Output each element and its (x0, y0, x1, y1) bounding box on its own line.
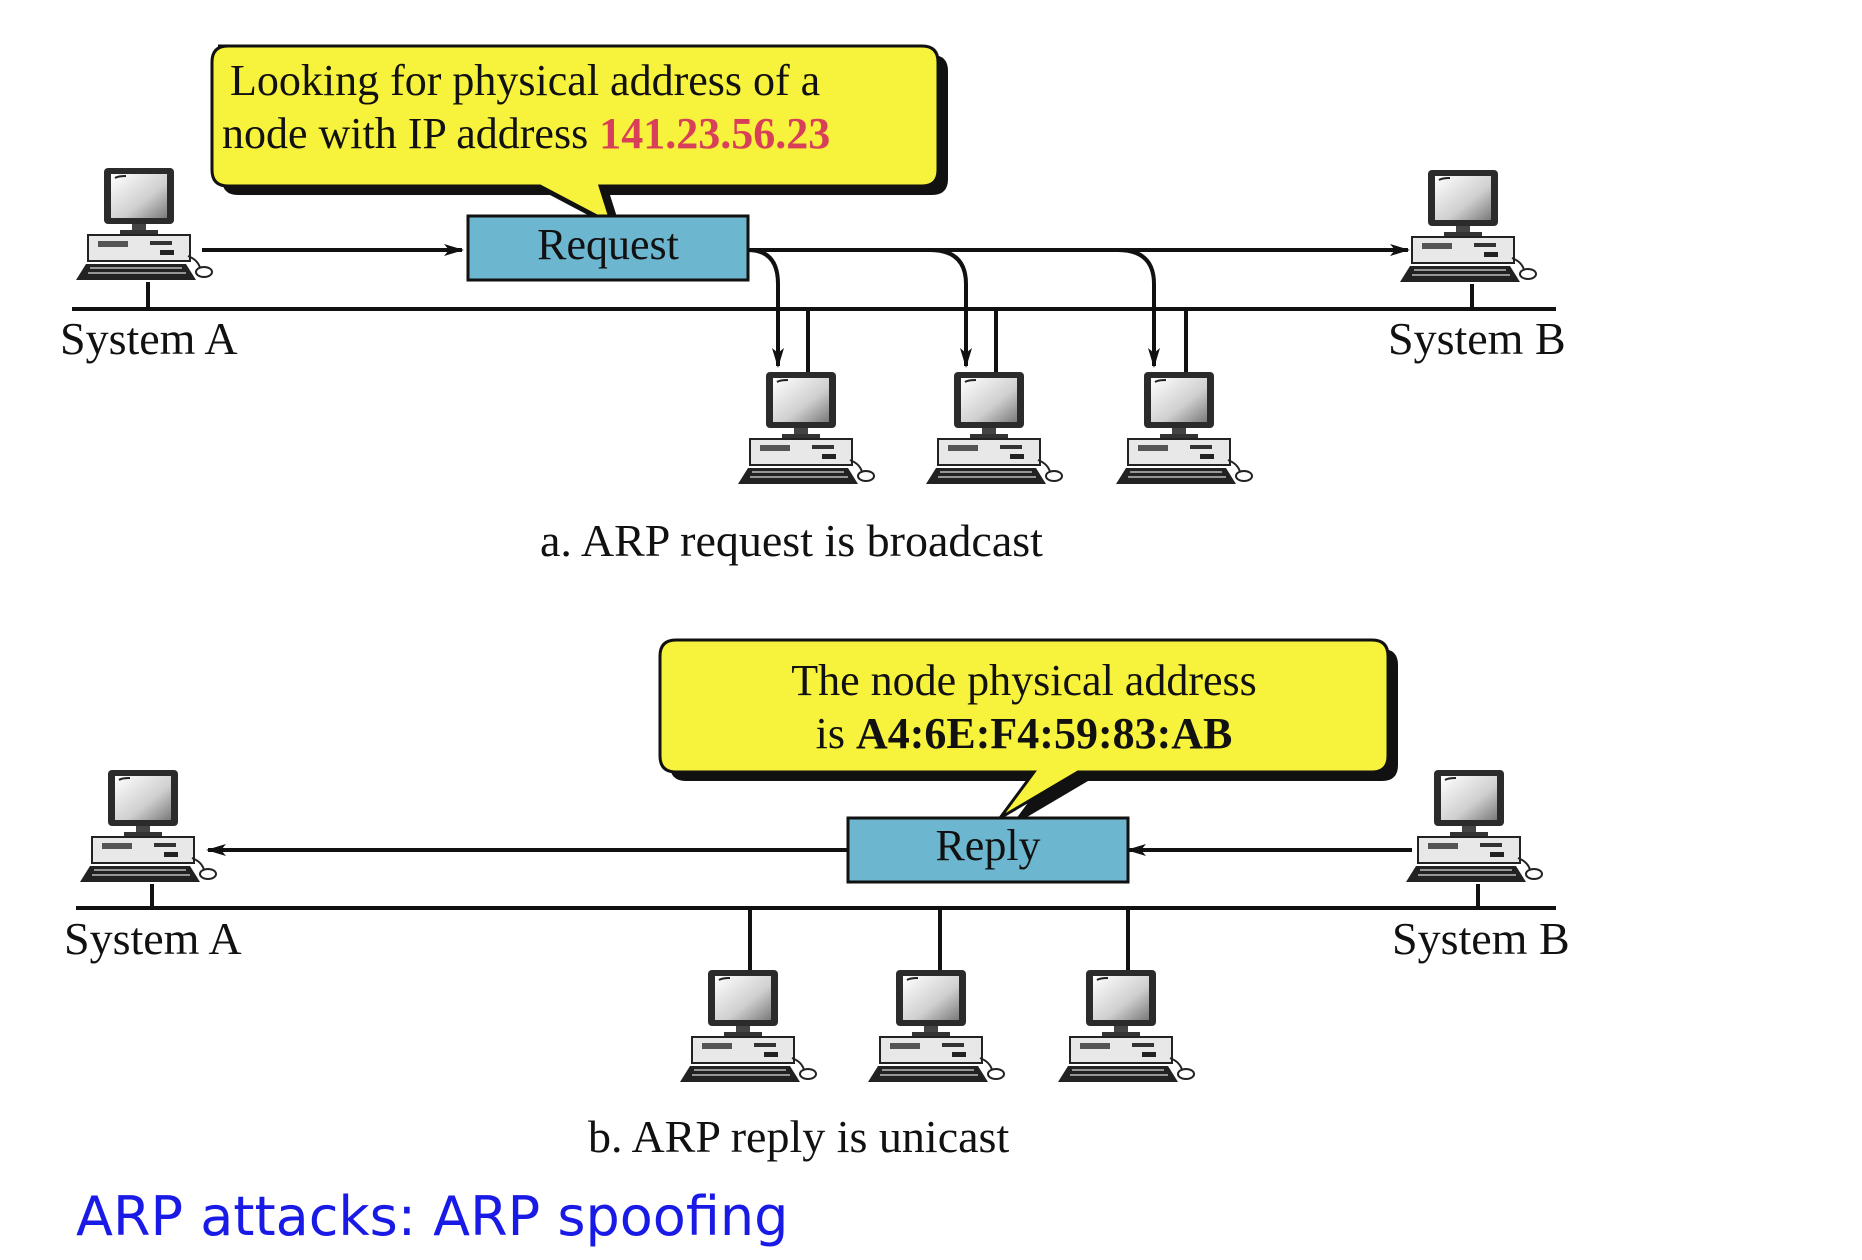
request-callout-line1: Looking for physical address of a (230, 56, 820, 105)
system-b-computer-icon (1405, 769, 1543, 883)
part-b-reply-diagram: The node physical address is A4:6E:F4:59… (64, 638, 1570, 1162)
reply-callout-line1: The node physical address (791, 656, 1257, 705)
caption-a: a. ARP request is broadcast (540, 515, 1043, 566)
reply-callout: The node physical address is A4:6E:F4:59… (658, 638, 1398, 827)
other-node-computer-icon (737, 371, 875, 485)
system-b-computer-icon (1399, 169, 1537, 283)
reply-callout-bubble (658, 638, 1390, 820)
other-node-computer-icon (867, 969, 1005, 1083)
part-a-request-diagram: Looking for physical address of a node w… (60, 44, 1566, 566)
reply-packet-box (846, 816, 1130, 884)
request-callout-line2: node with IP address 141.23.56.23 (222, 109, 830, 158)
reply-callout-prefix: is (816, 709, 856, 758)
request-packet-box (466, 214, 750, 282)
broadcast-arrow-3 (1117, 248, 1160, 368)
request-callout: Looking for physical address of a node w… (210, 44, 948, 233)
other-node-computer-icon (925, 371, 1063, 485)
system-b-label: System B (1388, 313, 1566, 364)
broadcast-arrow-1 (747, 248, 784, 368)
other-node-computer-icon (1115, 371, 1253, 485)
request-packet-label: Request (537, 220, 679, 269)
system-b-label: System B (1392, 913, 1570, 964)
target-ip-address: 141.23.56.23 (599, 109, 830, 158)
footer-note: ARP attacks: ARP spoofing (76, 1185, 789, 1248)
system-a-computer-icon (75, 167, 213, 281)
system-a-label: System A (60, 313, 238, 364)
reply-callout-line2: is A4:6E:F4:59:83:AB (816, 709, 1233, 758)
physical-address-value: A4:6E:F4:59:83:AB (856, 709, 1232, 758)
other-node-computer-icon (1057, 969, 1195, 1083)
reply-packet-label: Reply (935, 821, 1040, 870)
system-a-label: System A (64, 913, 242, 964)
system-a-computer-icon (79, 769, 217, 883)
caption-b: b. ARP reply is unicast (588, 1111, 1009, 1162)
broadcast-arrow-2 (929, 248, 972, 368)
other-node-computer-icon (679, 969, 817, 1083)
request-callout-prefix: node with IP address (222, 109, 599, 158)
